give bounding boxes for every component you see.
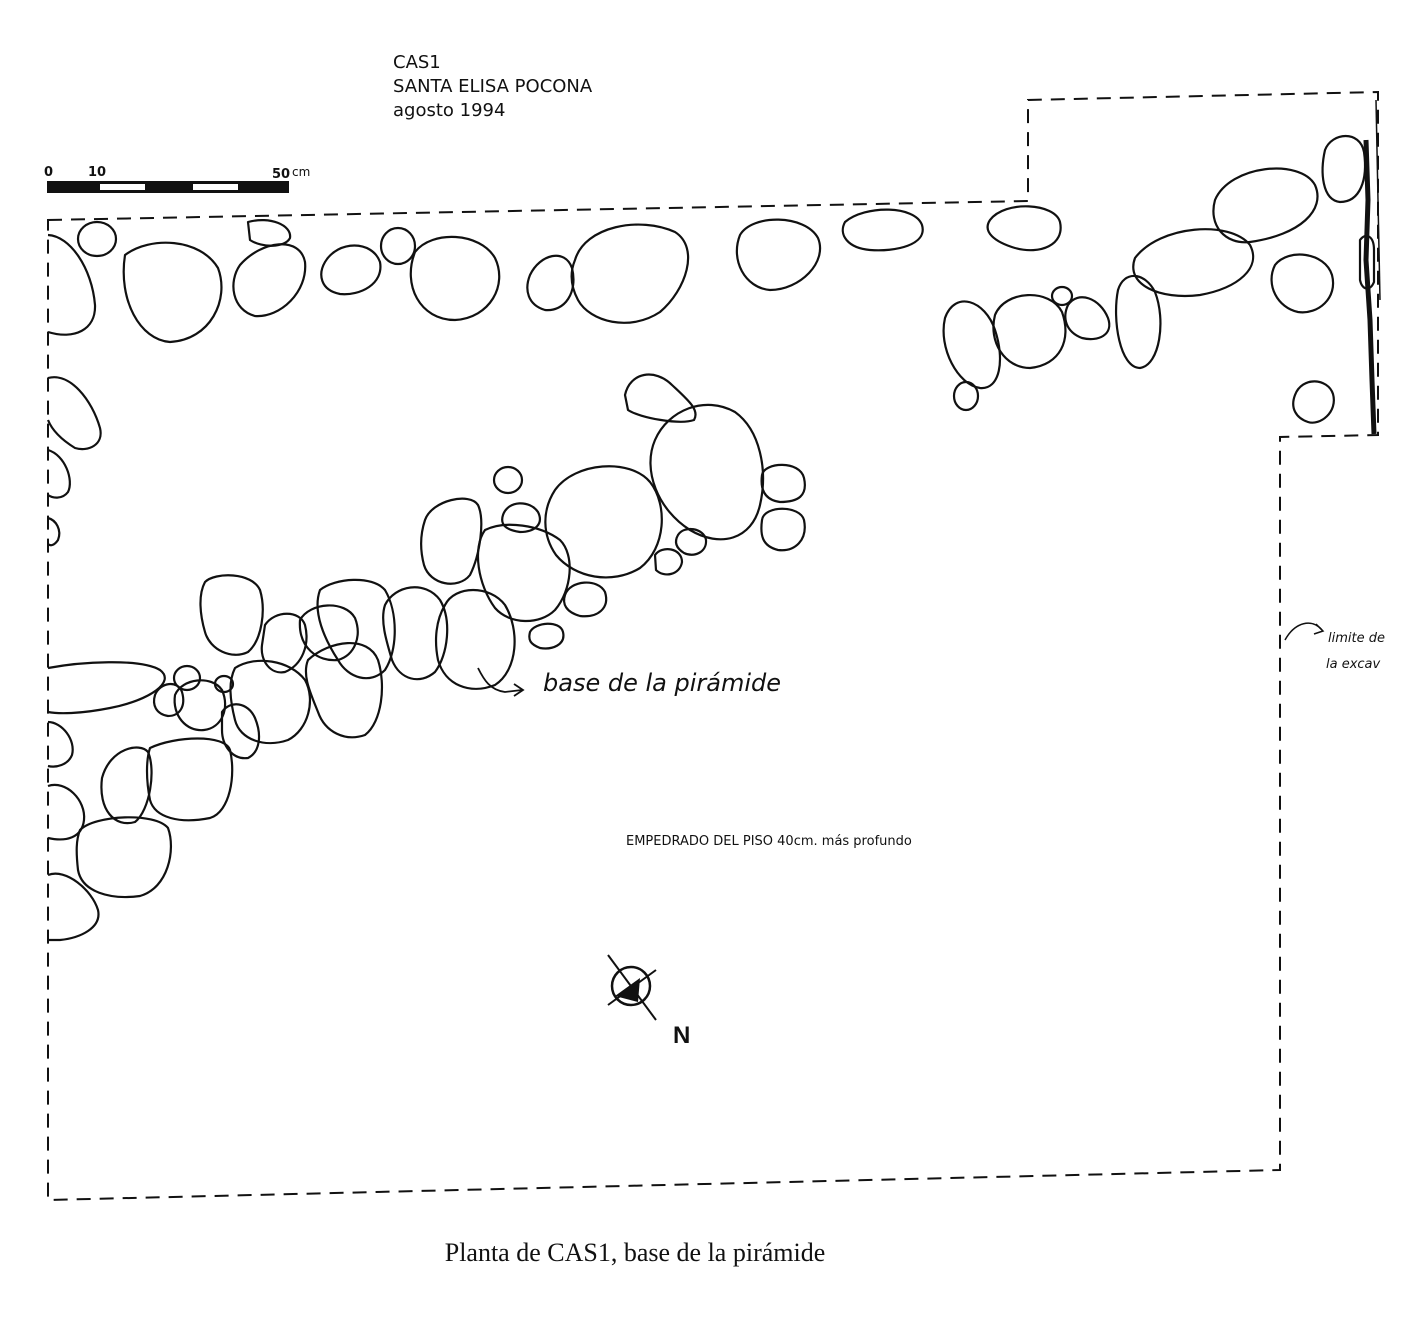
pavement-note: EMPEDRADO DEL PISO 40cm. más profundo	[626, 834, 912, 849]
stone	[1064, 296, 1111, 341]
stone	[122, 241, 223, 344]
stone	[942, 300, 1002, 390]
stone	[47, 516, 61, 547]
stone	[382, 586, 449, 681]
stone	[528, 622, 565, 650]
scale-bar-segment	[193, 184, 238, 190]
stone	[47, 233, 97, 336]
stone	[304, 642, 384, 739]
limit-label-line2: la excav	[1326, 657, 1381, 672]
stone	[47, 720, 74, 768]
stone	[213, 674, 235, 694]
header-note: CAS1 SANTA ELISA POCONA agosto 1994	[393, 52, 593, 121]
stone	[199, 574, 264, 656]
stone	[420, 497, 483, 585]
stone	[220, 703, 261, 760]
pyramid-label-arrow	[477, 667, 523, 693]
stone	[172, 664, 202, 692]
stone	[173, 679, 227, 732]
stone	[320, 244, 382, 296]
stone	[1050, 285, 1074, 307]
stone	[735, 218, 821, 292]
stone	[1292, 380, 1335, 424]
stone	[1132, 228, 1255, 297]
pyramid-base-text: base de la pirámide	[543, 669, 781, 697]
stone	[760, 507, 806, 552]
stone	[841, 208, 924, 252]
stone	[544, 465, 663, 579]
scale-tick-50: 50	[272, 167, 290, 182]
stone	[47, 661, 166, 715]
limit-label-arrow	[1284, 622, 1323, 641]
limit-label-line1: limite de	[1328, 631, 1385, 646]
stone	[46, 376, 102, 451]
stone	[229, 659, 312, 745]
stones-north-row	[47, 205, 1062, 344]
arrow-head-icon	[1313, 623, 1325, 635]
header-note-line2: SANTA ELISA POCONA	[393, 76, 593, 97]
stone	[992, 294, 1067, 370]
header-note-line3: agosto 1994	[393, 100, 505, 121]
east-wall-line	[1363, 99, 1381, 435]
stone	[623, 373, 697, 423]
stone	[47, 783, 86, 841]
stone	[152, 683, 185, 718]
stone	[649, 403, 765, 541]
stone	[501, 502, 541, 534]
stone	[47, 872, 100, 942]
stone	[1321, 135, 1366, 204]
stone	[1270, 253, 1335, 314]
stone	[653, 548, 684, 576]
scale-bar-segment	[100, 184, 145, 190]
stone	[563, 581, 608, 618]
stone	[145, 737, 234, 822]
scale-tick-0: 0	[44, 165, 53, 180]
stone	[298, 604, 359, 662]
scale-bar: 0 10 50 cm	[44, 165, 310, 193]
stone	[674, 527, 708, 556]
stones-west-edge	[46, 376, 234, 942]
header-note-line1: CAS1	[393, 52, 441, 73]
stone	[100, 746, 153, 825]
excavation-limit-label: limite de la excav	[1284, 622, 1385, 672]
figure-caption: Planta de CAS1, base de la pirámide	[444, 1238, 826, 1267]
north-label: N	[673, 1022, 690, 1049]
stone	[952, 380, 980, 412]
stone	[246, 219, 292, 247]
scale-bar-frame	[47, 181, 289, 193]
scale-unit: cm	[292, 165, 310, 179]
stones-northeast-cluster	[942, 135, 1376, 424]
stone	[75, 816, 172, 899]
stone	[232, 243, 307, 318]
north-pointer-icon	[615, 978, 640, 1002]
scale-tick-10: 10	[88, 165, 106, 180]
stone	[316, 578, 396, 680]
stone	[526, 254, 575, 312]
stone	[476, 523, 571, 623]
stone	[570, 223, 690, 324]
stone	[492, 465, 524, 495]
compass-circle-icon	[610, 965, 652, 1007]
stones-pyramid-base	[152, 373, 806, 760]
stone	[47, 448, 71, 499]
pyramid-base-label: base de la pirámide	[477, 667, 781, 697]
stone	[986, 205, 1062, 252]
stone	[434, 588, 516, 690]
stone	[1212, 167, 1319, 244]
arrow-head-icon	[513, 683, 525, 697]
stone	[379, 226, 417, 266]
north-arrow: N	[607, 954, 690, 1049]
stone	[1114, 274, 1162, 370]
stone	[760, 463, 806, 504]
excavation-limit-outline	[47, 90, 1379, 1202]
stone	[76, 220, 118, 258]
stone	[409, 235, 501, 322]
